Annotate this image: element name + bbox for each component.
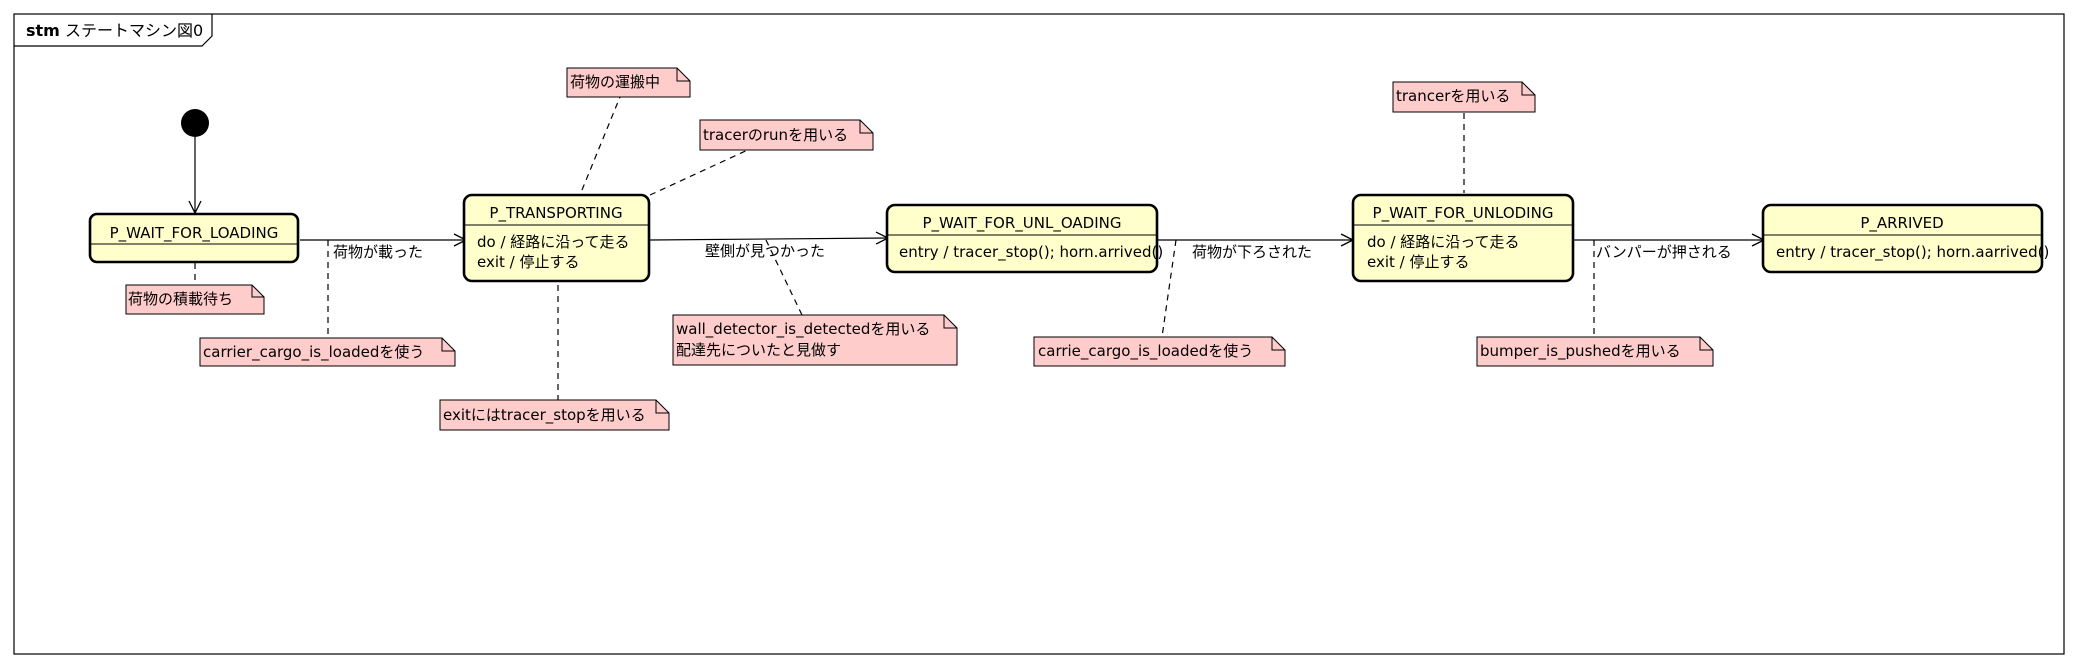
state-p-wait-for-unloding[interactable]: P_WAIT_FOR_UNLODING do / 経路に沿って走る exit /… [1351, 193, 1575, 283]
state-p-arrived[interactable]: P_ARRIVED entry / tracer_stop(); horn.aa… [1761, 203, 2049, 274]
note-trancer[interactable]: trancerを用いる [1392, 81, 1536, 113]
transition-label-wall-found: 壁側が見つかった [705, 242, 825, 260]
state-name: P_TRANSPORTING [489, 204, 622, 223]
state-name: P_WAIT_FOR_UNL_OADING [923, 214, 1122, 233]
state-p-wait-for-loading[interactable]: P_WAIT_FOR_LOADING [88, 212, 300, 264]
state-name: P_WAIT_FOR_UNLODING [1373, 204, 1554, 223]
note-loading-wait[interactable]: 荷物の積載待ち [125, 284, 265, 315]
state-p-transporting[interactable]: P_TRANSPORTING do / 経路に沿って走る exit / 停止する [462, 193, 651, 283]
transition-label-bumper: バンパーが押される [1596, 243, 1732, 261]
state-do-activity: do / 経路に沿って走る [1367, 233, 1520, 251]
note-tracer-run[interactable]: tracerのrunを用いる [699, 119, 874, 151]
transition-label-loaded: 荷物が載った [333, 243, 423, 261]
note-transporting[interactable]: 荷物の運搬中 [566, 67, 691, 98]
state-name: P_ARRIVED [1860, 214, 1943, 233]
transition-label-unloaded: 荷物が下ろされた [1192, 243, 1312, 261]
state-do-activity: do / 経路に沿って走る [477, 233, 630, 251]
state-exit-activity: exit / 停止する [477, 253, 579, 271]
state-p-wait-for-unl-oading[interactable]: P_WAIT_FOR_UNL_OADING entry / tracer_sto… [885, 203, 1163, 274]
transition-wall-found[interactable] [649, 238, 888, 240]
state-entry-activity: entry / tracer_stop(); horn.aarrived() [1776, 243, 2049, 262]
svg-text:bumper_is_pushedを用いる: bumper_is_pushedを用いる [1480, 342, 1681, 361]
state-exit-activity: exit / 停止する [1367, 253, 1469, 271]
svg-text:配達先についたと見做す: 配達先についたと見做す [676, 341, 841, 359]
note-exit-tracer-stop[interactable]: exitにはtracer_stopを用いる [439, 399, 670, 431]
note-carrier-cargo-loaded[interactable]: carrier_cargo_is_loadedを使う [199, 337, 456, 367]
state-name: P_WAIT_FOR_LOADING [110, 224, 279, 243]
svg-text:wall_detector_is_detectedを用いる: wall_detector_is_detectedを用いる [676, 320, 930, 339]
initial-state[interactable] [181, 109, 209, 137]
svg-text:trancerを用いる: trancerを用いる [1396, 87, 1510, 105]
state-entry-activity: entry / tracer_stop(); horn.arrived() [899, 243, 1163, 262]
svg-text:荷物の運搬中: 荷物の運搬中 [570, 73, 660, 91]
note-wall-detector[interactable]: wall_detector_is_detectedを用いる 配達先についたと見做… [672, 314, 958, 366]
frame-title: stm ステートマシン図0 [26, 21, 203, 40]
note-carrie-cargo-loaded[interactable]: carrie_cargo_is_loadedを使う [1033, 336, 1286, 367]
svg-text:tracerのrunを用いる: tracerのrunを用いる [703, 126, 848, 144]
note-bumper-pushed[interactable]: bumper_is_pushedを用いる [1476, 336, 1714, 367]
svg-text:carrier_cargo_is_loadedを使う: carrier_cargo_is_loadedを使う [203, 343, 424, 362]
diagram-frame: stm ステートマシン図0 [13, 13, 2065, 655]
note-anchors [194, 96, 1595, 400]
svg-text:carrie_cargo_is_loadedを使う: carrie_cargo_is_loadedを使う [1038, 342, 1253, 361]
svg-text:荷物の積載待ち: 荷物の積載待ち [128, 290, 233, 308]
svg-text:exitにはtracer_stopを用いる: exitにはtracer_stopを用いる [443, 406, 646, 425]
